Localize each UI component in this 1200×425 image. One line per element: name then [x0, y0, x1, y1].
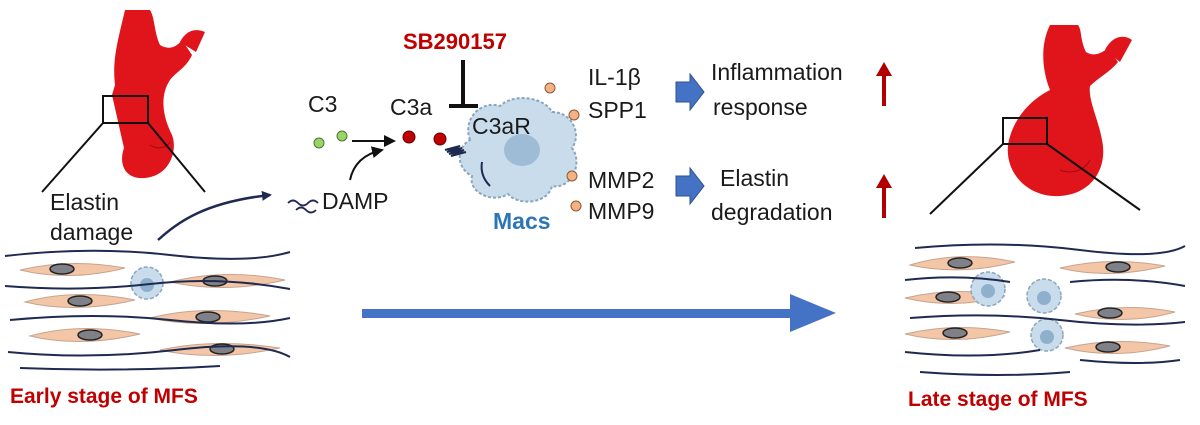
- zoom-line-left-late: [929, 143, 1004, 215]
- smooth-muscle-cell-icon: [908, 256, 1016, 271]
- block-arrow-icon: [675, 166, 705, 206]
- aorta-branch-late: [1105, 36, 1132, 62]
- protease-dot: [566, 170, 578, 182]
- aorta-branch: [180, 30, 205, 52]
- mmp9-label: MMP9: [588, 198, 654, 224]
- zoom-box-early: [102, 95, 149, 124]
- smooth-muscle-cell-icon: [19, 262, 126, 277]
- cytokine-dot: [568, 109, 580, 121]
- c3ar-label: C3aR: [472, 113, 531, 139]
- c3ar-receptor-icon: [444, 145, 467, 157]
- damp-activation-arrow: [349, 146, 384, 181]
- zoom-box-late: [1002, 117, 1048, 145]
- late-stage-label: Late stage of MFS: [908, 388, 1088, 411]
- zoom-line-right-early: [147, 122, 206, 193]
- smooth-muscle-cell-icon: [1059, 260, 1166, 275]
- elastin-damage-label-line2: damage: [50, 219, 133, 245]
- macrophage-icon: [1030, 318, 1064, 352]
- macs-label: Macs: [493, 208, 551, 234]
- elastin-damage-label-line1: Elastin: [50, 189, 119, 215]
- aorta-icon-early: [41, 10, 206, 193]
- damp-label: DAMP: [322, 188, 388, 214]
- c3-molecule: [336, 130, 348, 142]
- smooth-muscle-cell-icon: [904, 326, 1011, 341]
- protease-dot: [570, 200, 582, 212]
- elastin-degradation-label-line1: Elastin: [720, 165, 789, 191]
- aorta-shape: [112, 10, 192, 179]
- up-arrow-icon: [876, 174, 892, 218]
- c3a-bound-molecule: [433, 132, 447, 146]
- c3a-molecule: [402, 130, 416, 144]
- il1b-label: IL-1β: [588, 64, 641, 90]
- damp-squiggle-icon: [287, 199, 319, 214]
- tissue-late: [904, 243, 1186, 376]
- spp1-label: SPP1: [588, 97, 647, 123]
- tissue-early: [4, 249, 291, 371]
- c3a-label: C3a: [390, 94, 432, 120]
- elastin-fibers-late: [904, 243, 1186, 376]
- block-arrow-icon: [675, 72, 705, 112]
- smooth-muscle-cell-icon: [1064, 340, 1171, 355]
- inhibitor-label: SB290157: [403, 29, 507, 54]
- smooth-muscle-cell-icon: [1074, 306, 1176, 321]
- smooth-muscle-cell-icon: [23, 293, 136, 309]
- elastin-degradation-label-line2: degradation: [711, 199, 833, 225]
- up-arrow-icon: [876, 62, 892, 106]
- c3-molecule: [313, 137, 325, 149]
- aorta-shape-late: [1007, 25, 1118, 197]
- cytokine-dot: [544, 82, 556, 94]
- macrophage-icon: [970, 271, 1006, 307]
- mmp2-label: MMP2: [588, 167, 654, 193]
- zoom-line-right-late: [1046, 143, 1141, 211]
- progression-arrow: [362, 294, 836, 332]
- c3-label: C3: [308, 91, 337, 117]
- aorta-contour-late: [1059, 159, 1091, 173]
- smooth-muscle-cell-icon: [28, 327, 141, 343]
- smooth-muscle-cell-icon: [149, 310, 271, 324]
- inflammation-label-line1: Inflammation: [711, 59, 843, 85]
- aorta-contour: [149, 141, 171, 149]
- zoom-line-left-early: [41, 122, 104, 193]
- damage-to-damp-arrow: [157, 190, 272, 241]
- inflammation-label-line2: response: [713, 94, 808, 120]
- elastin-fibers: [4, 249, 291, 371]
- macrophage-icon: [1026, 278, 1062, 314]
- aorta-icon-late: [929, 25, 1141, 215]
- early-stage-label: Early stage of MFS: [10, 385, 198, 408]
